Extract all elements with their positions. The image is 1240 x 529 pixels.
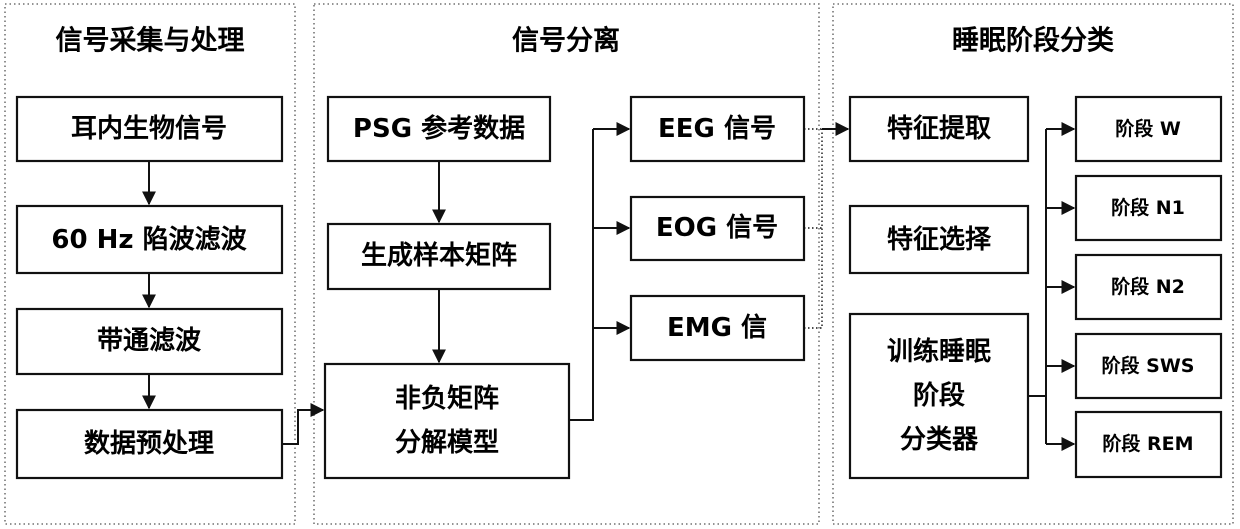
label-eeg-signal: EEG 信号 (658, 114, 776, 144)
label-feature-select: 特征选择 (887, 224, 992, 255)
label-stage-n2: 阶段 N2 (1111, 275, 1185, 298)
label-bandpass-filter: 带通滤波 (97, 326, 202, 356)
panel-title-separation: 信号分离 (512, 25, 620, 57)
label-sample-matrix: 生成样本矩阵 (361, 240, 517, 271)
label-nmf-line2: 分解模型 (395, 428, 499, 458)
label-notch-filter: 60 Hz 陷波滤波 (51, 225, 247, 255)
label-train-line1: 训练睡眠 (887, 336, 991, 367)
label-inear-signal: 耳内生物信号 (71, 114, 227, 144)
label-emg-signal: EMG 信 (667, 313, 767, 343)
box-nmf-model (325, 364, 569, 478)
connector-nmf-out (569, 129, 593, 420)
label-train-line2: 阶段 (913, 380, 965, 411)
label-stage-sws: 阶段 SWS (1102, 354, 1195, 377)
panel-title-classification: 睡眠阶段分类 (952, 26, 1114, 57)
label-stage-w: 阶段 W (1115, 117, 1181, 140)
label-nmf-line1: 非负矩阵 (395, 384, 499, 414)
arrow-preprocess-to-nmf (282, 410, 323, 444)
label-train-line3: 分类器 (900, 425, 979, 455)
label-psg-reference: PSG 参考数据 (353, 113, 525, 144)
label-stage-rem: 阶段 REM (1102, 432, 1193, 455)
panel-title-acquisition: 信号采集与处理 (56, 25, 245, 57)
label-stage-n1: 阶段 N1 (1111, 196, 1185, 219)
label-feature-extract: 特征提取 (887, 113, 991, 144)
label-preprocess: 数据预处理 (84, 429, 214, 459)
label-eog-signal: EOG 信号 (656, 213, 778, 243)
